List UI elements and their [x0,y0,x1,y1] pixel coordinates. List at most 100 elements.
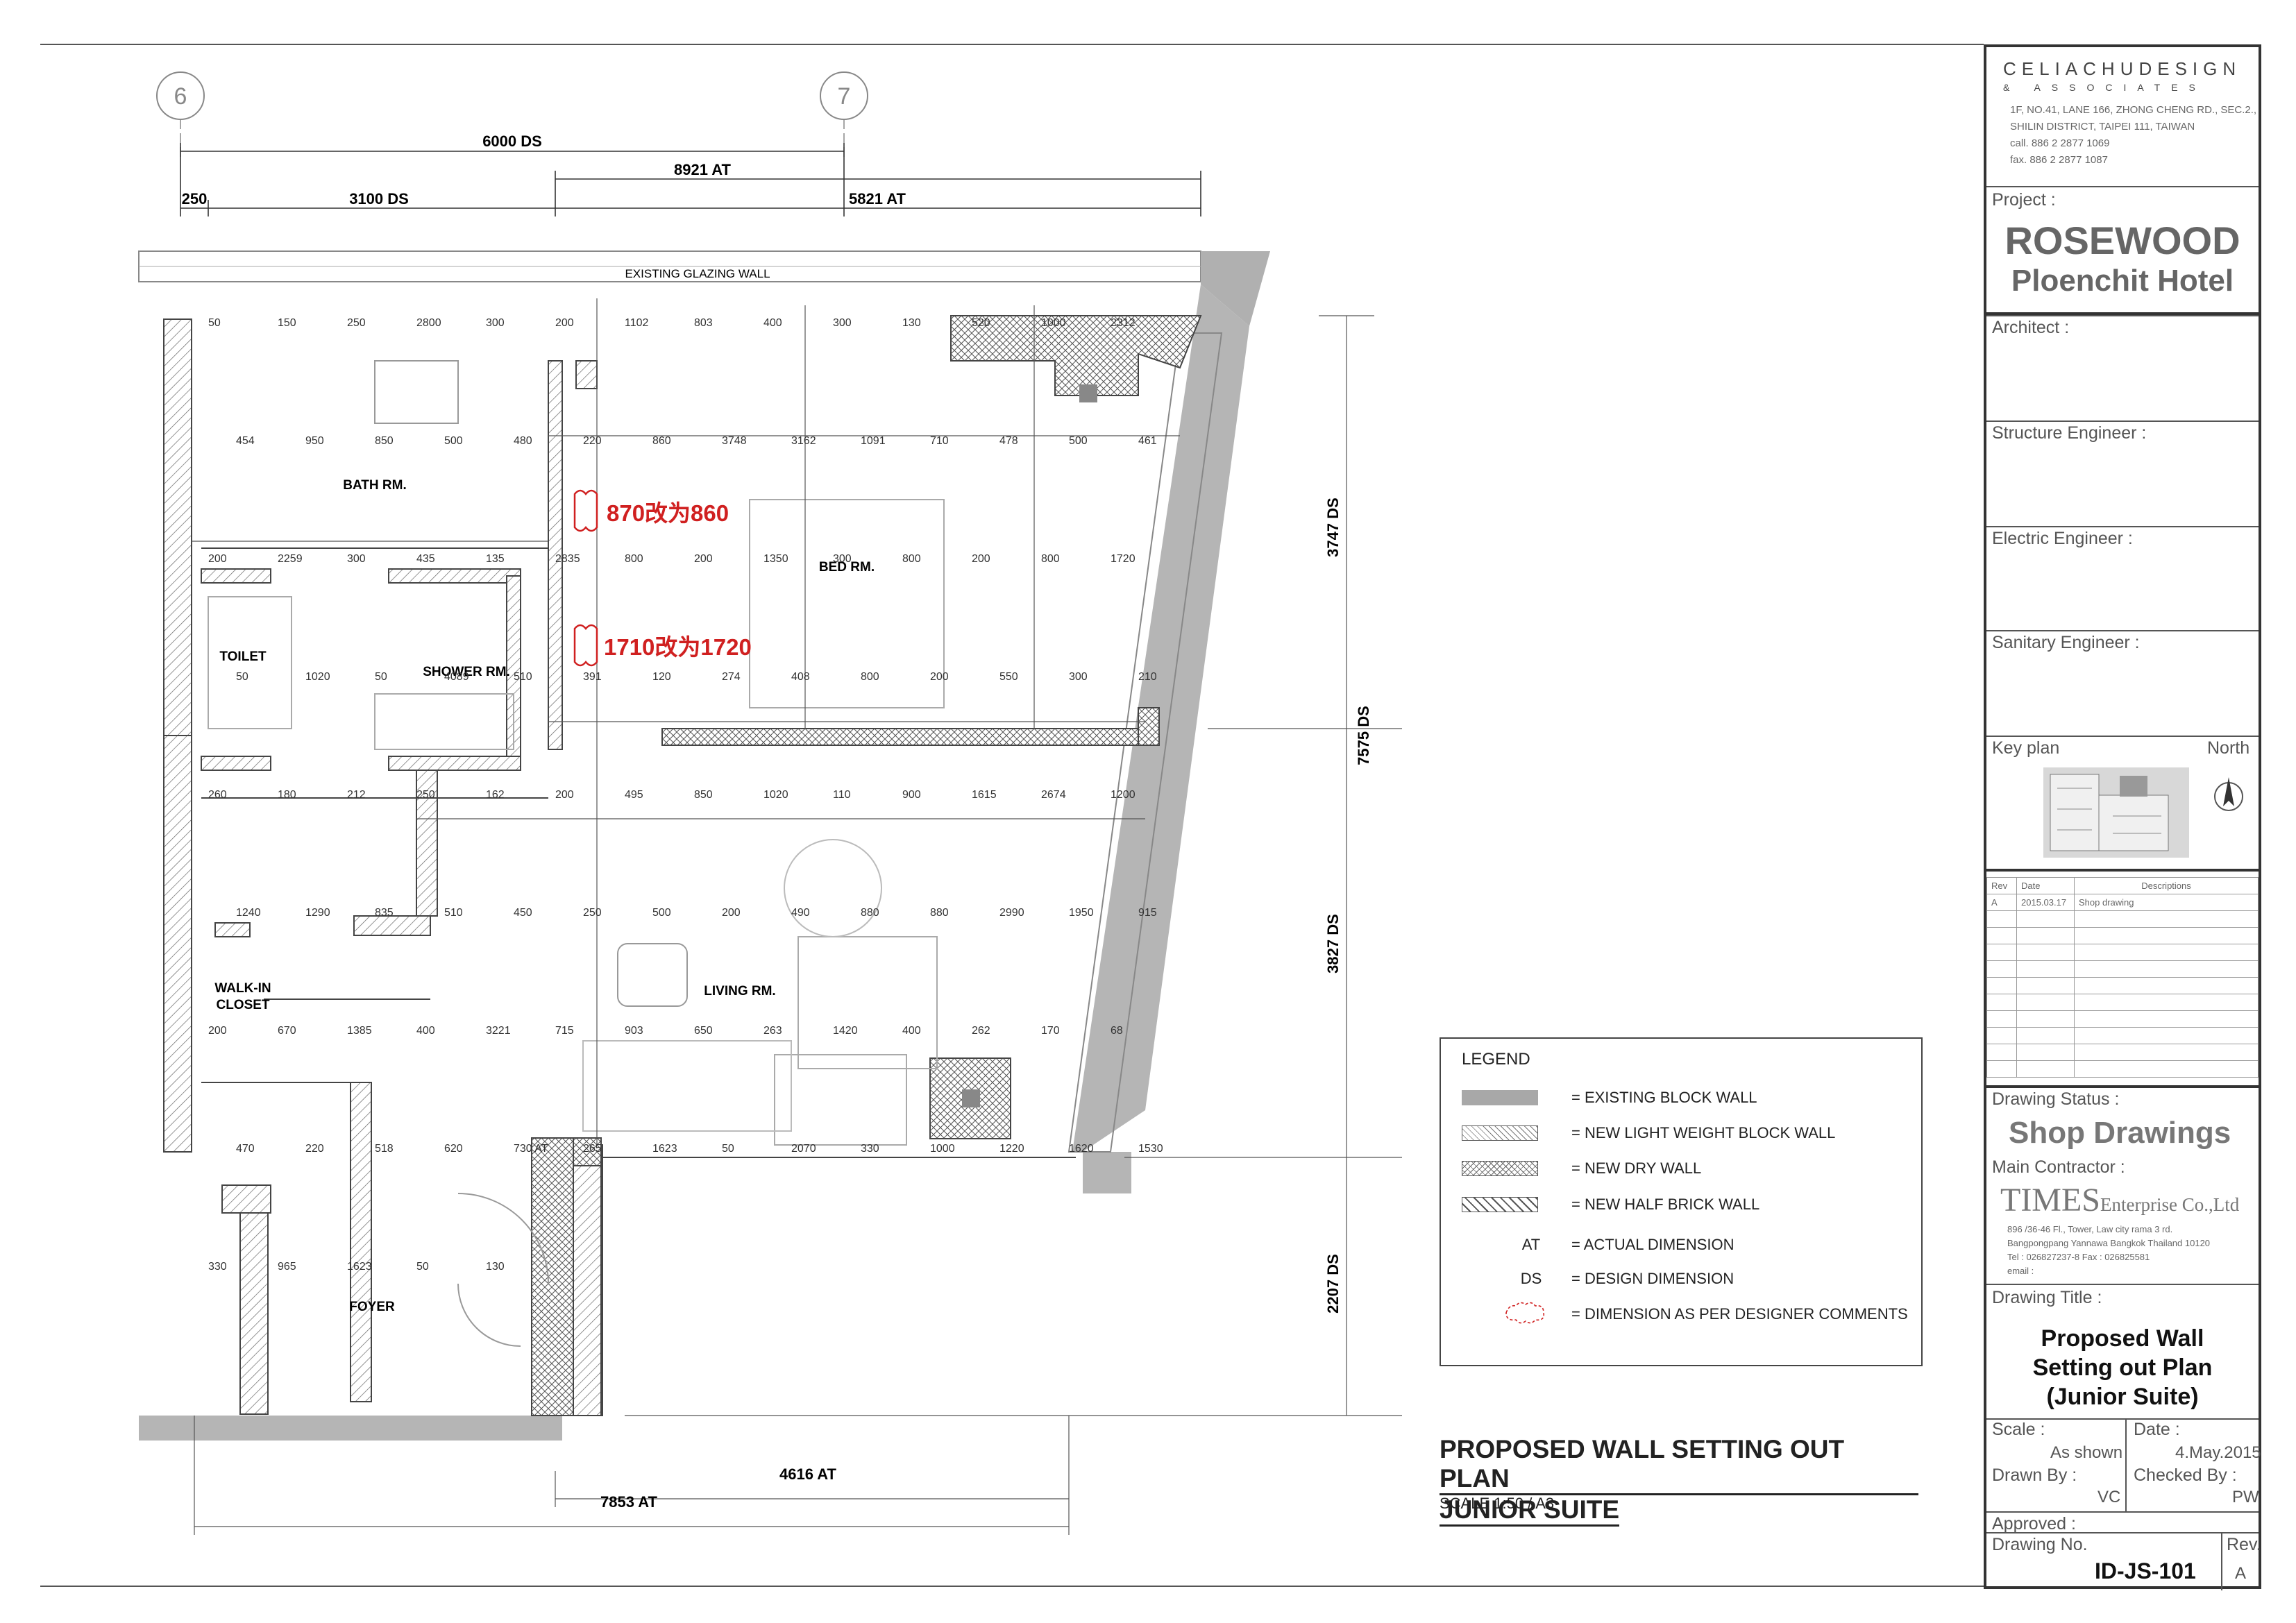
dimension-figure: 1091 [861,435,886,447]
dimension-figure: 1240 [236,907,261,919]
dimension-figure: 915 [1138,907,1157,919]
dimension-figure: 800 [861,671,879,683]
divider [2125,1420,2127,1511]
scale-date-section: Scale : As shown Date : 4.May.2015 [1986,1418,2261,1511]
dimension-figure: 250 [347,317,366,329]
dimension-figure: 2990 [999,907,1024,919]
dimension-figure: 3748 [722,435,747,447]
dimension-figure: 1530 [1138,1143,1163,1155]
table-row [1986,1010,2259,1028]
dimension-figure: 715 [555,1025,574,1037]
dimension-figure: 200 [694,553,713,565]
sanitary-section: Sanitary Engineer : [1986,630,2259,736]
light-block-walls [163,318,603,1416]
checked-by-value: PW [2232,1488,2259,1506]
dimension-figure: 300 [833,553,852,565]
dimension-figure: 212 [347,789,366,801]
dimension-figure: 950 [305,435,324,447]
contractor-logo: TIMESEnterprise Co.,Ltd [2000,1181,2239,1219]
drawing-number-label: Drawing No. [1992,1535,2088,1554]
date-value: 4.May.2015 [2175,1443,2261,1462]
contractor-address: 896 /36-46 Fl., Tower, Law city rama 3 r… [2007,1224,2173,1234]
dimension-figure: 300 [347,553,366,565]
address-line: 1F, NO.41, LANE 166, ZHONG CHENG RD., SE… [2010,104,2257,116]
grid-bubble-6: 6 [156,71,205,160]
dimension-figure: 250 [583,907,602,919]
status-value: Shop Drawings [2009,1116,2231,1150]
dimension-figure: 120 [652,671,671,683]
dimension-figure: 480 [514,435,532,447]
company-sub: & ASSOCIATES [2003,82,2206,93]
dimension-figure: 2312 [1111,317,1136,329]
divider [1986,869,2259,872]
dimension-figure: 2835 [555,553,580,565]
dimension-figure: 730 AT [514,1143,548,1155]
legend-box: LEGEND = EXISTING BLOCK WALL = NEW LIGHT… [1440,1037,1923,1366]
dimension-figure: 965 [278,1261,296,1273]
dimension-figure: 200 [930,671,949,683]
dimension-figure: 1623 [652,1143,677,1155]
top-dimension-lines [180,143,1201,216]
table-row: A 2015.03.17 Shop drawing [1986,894,2259,911]
dimension-figure: 1020 [763,789,788,801]
dimension-figure: 330 [861,1143,879,1155]
dimension-figure: 903 [625,1025,643,1037]
dimension-figure: 2800 [416,317,441,329]
dimension-figure: 150 [278,317,296,329]
dry-wall-swatch [1462,1161,1538,1176]
revision-cloud-2 [573,624,598,667]
dimension-figure: 800 [1041,553,1060,565]
project-subtitle: Ploenchit Hotel [2011,264,2234,298]
dimension-figure: 210 [1138,671,1157,683]
room-label-foyer: FOYER [349,1300,395,1314]
structure-section: Structure Engineer : [1986,420,2259,526]
rev-value: A [2235,1564,2247,1583]
project-name: ROSEWOOD [2004,219,2240,262]
existing-wall-swatch [1462,1090,1538,1105]
address-line: fax. 886 2 2877 1087 [2010,154,2108,166]
contractor-label: Main Contractor : [1992,1157,2125,1177]
dimension-figure: 500 [652,907,671,919]
glazing-label: EXISTING GLAZING WALL [625,267,770,280]
north-label: North [2207,738,2250,758]
dimension-figure: 50 [722,1143,734,1155]
address-line: call. 886 2 2877 1069 [2010,137,2110,149]
dimension-figure: 1385 [347,1025,372,1037]
dimension-figure: 220 [305,1143,324,1155]
dimension-figure: 200 [555,317,574,329]
dimension-figure: 800 [902,553,921,565]
contractor-email: email : [2007,1266,2034,1276]
table-row [1986,927,2259,944]
room-label-toilet: TOILET [219,649,267,664]
table-row [1986,994,2259,1011]
keyplan-section: Key plan North [1986,736,2259,869]
dim-3747-ds: 3747 DS [1324,498,1342,557]
table-row [1986,1027,2259,1044]
project-label: Project : [1992,190,2056,210]
dimension-figure: 1000 [1041,317,1066,329]
dimension-figure: 835 [375,907,394,919]
drawn-by-value: VC [2097,1488,2121,1506]
legend-text: = NEW LIGHT WEIGHT BLOCK WALL [1571,1124,1836,1141]
dimension-figure: 520 [972,317,990,329]
drawn-by-label: Drawn By : [1992,1465,2077,1485]
company-name: CELIACHUDESIGN [2003,58,2242,79]
dimension-figure: 300 [1069,671,1088,683]
dim-250: 250 [182,190,208,207]
rev-header: Rev [1986,877,2017,894]
dimension-figure: 180 [278,789,296,801]
checked-by-label: Checked By : [2134,1465,2237,1485]
dimension-figure: 162 [486,789,505,801]
title-block: CELIACHUDESIGN & ASSOCIATES 1F, NO.41, L… [1984,44,2261,1590]
scale-value: As shown [2050,1443,2123,1462]
dimension-figure: 400 [902,1025,921,1037]
contractor-phone: Tel : 026827237-8 Fax : 026825581 [2007,1252,2150,1262]
dimension-figure: 1020 [305,671,330,683]
dimension-figure: 1623 [347,1261,372,1273]
dimension-figure: 850 [375,435,394,447]
room-label-walkin-1: WALK-IN [214,981,271,996]
date-header: Date [2016,877,2075,894]
rev-label: Rev. [2227,1535,2261,1554]
dimension-figure: 800 [625,553,643,565]
